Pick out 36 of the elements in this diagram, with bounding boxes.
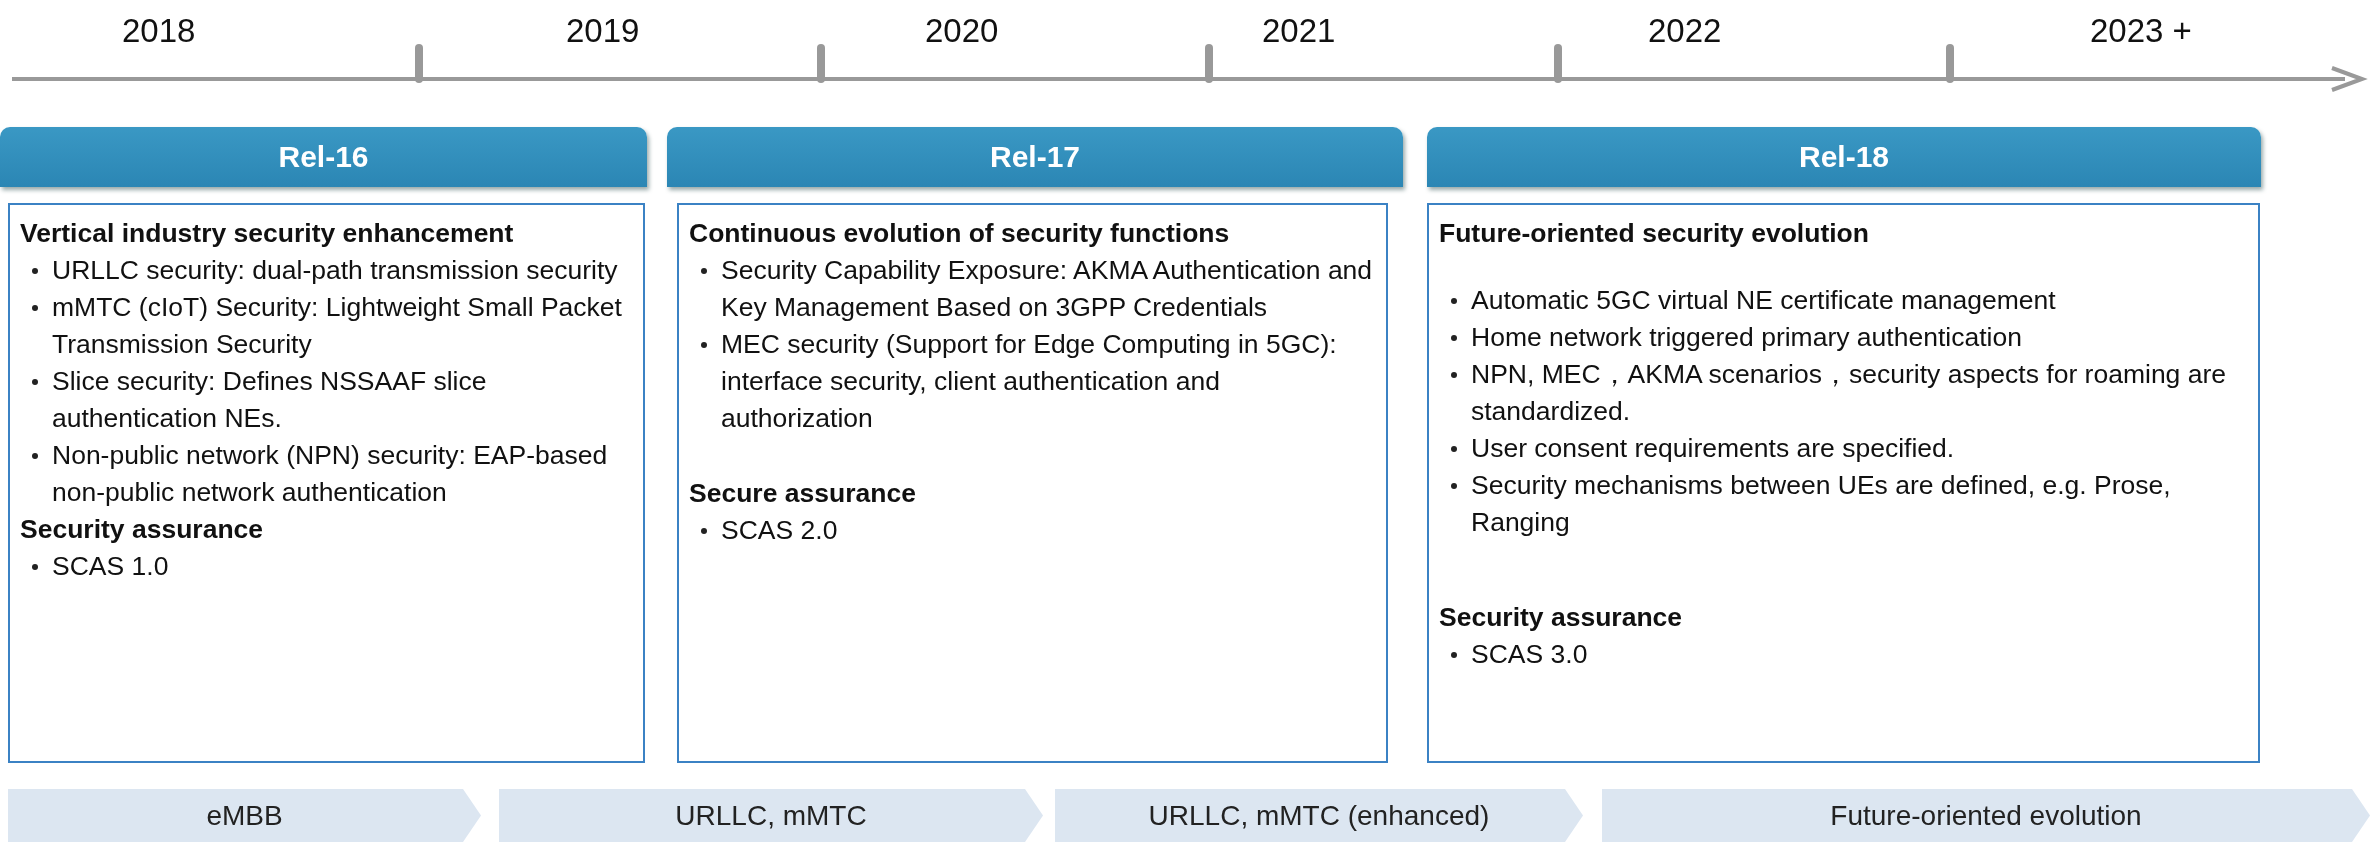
year-label: 2022 bbox=[1648, 12, 1722, 50]
release-header: Rel-17 bbox=[667, 127, 1403, 187]
year-label: 2019 bbox=[566, 12, 640, 50]
release-header: Rel-16 bbox=[0, 127, 647, 187]
content-panel bbox=[1427, 203, 2260, 763]
bullet-item: NPN, MEC，AKMA scenarios，security aspects for roaming are standardized. bbox=[1439, 356, 2248, 430]
bullet-item: SCAS 2.0 bbox=[689, 512, 1376, 549]
bullet-item: SCAS 3.0 bbox=[1439, 636, 2248, 673]
bullet-item: User consent requirements are specified. bbox=[1439, 430, 2248, 467]
bullet-item: Security Capability Exposure: AKMA Authentication and Key Management Based on 3GPP Credentials bbox=[689, 252, 1376, 326]
bullet-item: Non-public network (NPN) security: EAP-based non-public network authentication bbox=[20, 437, 633, 511]
bullet-item: Automatic 5GC virtual NE certificate management bbox=[1439, 282, 2248, 319]
section-heading: Continuous evolution of security functions bbox=[689, 217, 1231, 250]
section-heading: Security assurance bbox=[20, 513, 265, 546]
bullet-item: mMTC (cIoT) Security: Lightweight Small Packet Transmission Security bbox=[20, 289, 633, 363]
section-heading: Secure assurance bbox=[689, 477, 917, 510]
bullet-item: MEC security (Support for Edge Computing in 5GC): interface security, client authentication and authorization bbox=[689, 326, 1376, 437]
content-panel bbox=[8, 203, 645, 763]
bullet-item: Slice security: Defines NSSAAF slice authentication NEs. bbox=[20, 363, 633, 437]
bullet-item: SCAS 1.0 bbox=[20, 548, 633, 585]
bullet-item: Security mechanisms between UEs are defined, e.g. Prose, Ranging bbox=[1439, 467, 2248, 541]
year-label: 2023 + bbox=[2090, 12, 2192, 50]
bullet-item: URLLC security: dual-path transmission security bbox=[20, 252, 633, 289]
content-panel bbox=[677, 203, 1388, 763]
phase-band: eMBB bbox=[8, 789, 481, 842]
year-label: 2020 bbox=[925, 12, 999, 50]
phase-band: Future-oriented evolution bbox=[1602, 789, 2370, 842]
year-label: 2021 bbox=[1262, 12, 1336, 50]
section-heading: Security assurance bbox=[1439, 601, 1684, 634]
year-label: 2018 bbox=[122, 12, 196, 50]
section-heading: Vertical industry security enhancement bbox=[20, 217, 515, 250]
release-header: Rel-18 bbox=[1427, 127, 2261, 187]
section-heading: Future-oriented security evolution bbox=[1439, 217, 1870, 250]
bullet-item: Home network triggered primary authentication bbox=[1439, 319, 2248, 356]
phase-band: URLLC, mMTC bbox=[499, 789, 1043, 842]
phase-band: URLLC, mMTC (enhanced) bbox=[1055, 789, 1583, 842]
